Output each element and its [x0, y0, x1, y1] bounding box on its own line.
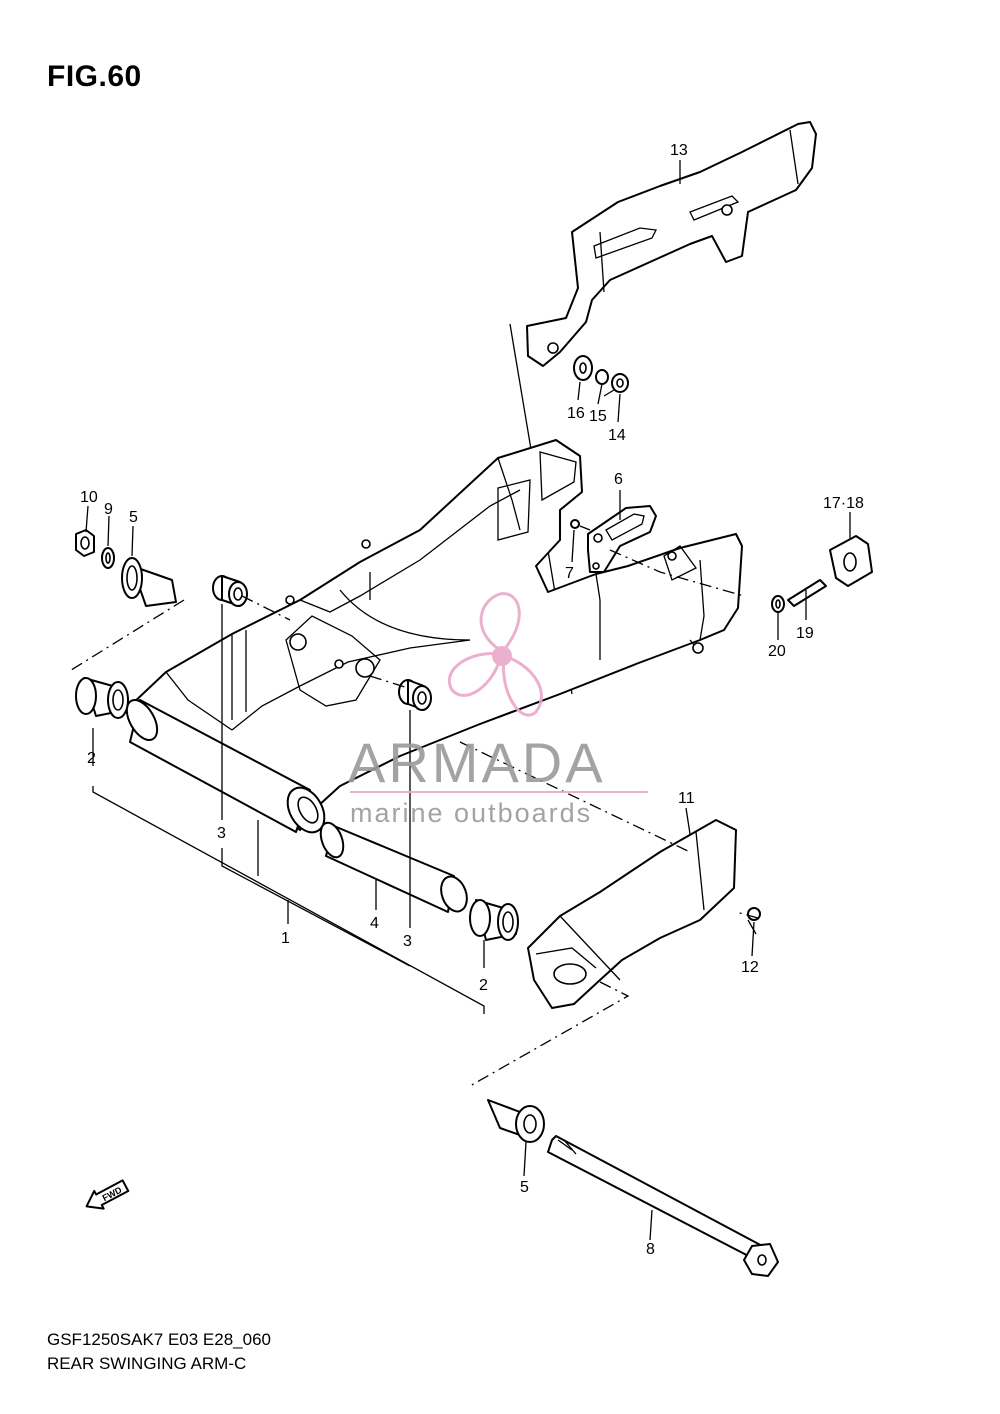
- figure-caption: REAR SWINGING ARM-C: [47, 1354, 247, 1373]
- callout-14: 14: [608, 427, 626, 444]
- callout-12: 12: [741, 959, 759, 976]
- callout-19: 19: [796, 625, 814, 642]
- callout-8: 8: [646, 1241, 655, 1258]
- pivot-collar-lower: [487, 1099, 545, 1143]
- figure-title: FIG.60: [47, 60, 142, 93]
- watermark-tagline: marine outboards: [350, 798, 592, 828]
- bearing-left: [75, 677, 129, 719]
- armada-watermark: ARMADA marine outboards: [348, 592, 648, 828]
- callout-2-left: 2: [87, 750, 96, 767]
- callout-3-upper: 3: [217, 825, 226, 842]
- callout-10: 10: [80, 489, 98, 506]
- callout-labels: 1 2 2 3 3 4 5 5 6 7 8 9 10 11 12 13 14 1…: [80, 142, 864, 1258]
- pivot-tube-left: [125, 699, 326, 834]
- pivot-nut-washer-collar: [75, 529, 177, 607]
- callout-7: 7: [565, 565, 574, 582]
- callout-9: 9: [104, 501, 113, 518]
- pivot-axle-shaft: [547, 1135, 779, 1277]
- fwd-arrow-icon: FWD: [85, 1179, 130, 1210]
- assembly-centerlines: [67, 389, 759, 1087]
- callout-4: 4: [370, 915, 379, 932]
- callout-16: 16: [567, 405, 585, 422]
- cover-mount-hardware: [573, 355, 629, 393]
- leader-lines: [85, 160, 851, 1241]
- spacer-tube: [319, 821, 468, 913]
- propeller-logo-icon: [448, 592, 543, 717]
- callout-3-lower: 3: [403, 933, 412, 950]
- chain-adjuster-plate: [570, 505, 657, 573]
- chain-buffer-part: [527, 819, 761, 1009]
- callout-15: 15: [589, 408, 607, 425]
- chain-cover-part: [526, 121, 817, 367]
- bearing-right: [469, 899, 519, 941]
- figure-footer: GSF1250SAK7 E03 E28_060 REAR SWINGING AR…: [47, 1328, 271, 1376]
- model-code: GSF1250SAK7 E03 E28_060: [47, 1330, 271, 1349]
- callout-11: 11: [678, 790, 695, 807]
- callout-2-right: 2: [479, 977, 488, 994]
- callout-13: 13: [670, 142, 688, 159]
- callout-1: 1: [281, 930, 290, 947]
- chain-adjuster-block: [771, 535, 873, 613]
- needle-bearing-upper: [212, 575, 248, 607]
- callout-20: 20: [768, 643, 786, 660]
- callout-17-18: 17·18: [823, 495, 864, 512]
- callout-5-upper: 5: [129, 509, 138, 526]
- callout-5-lower: 5: [520, 1179, 529, 1196]
- watermark-brand: ARMADA: [348, 731, 606, 794]
- callout-6: 6: [614, 471, 623, 488]
